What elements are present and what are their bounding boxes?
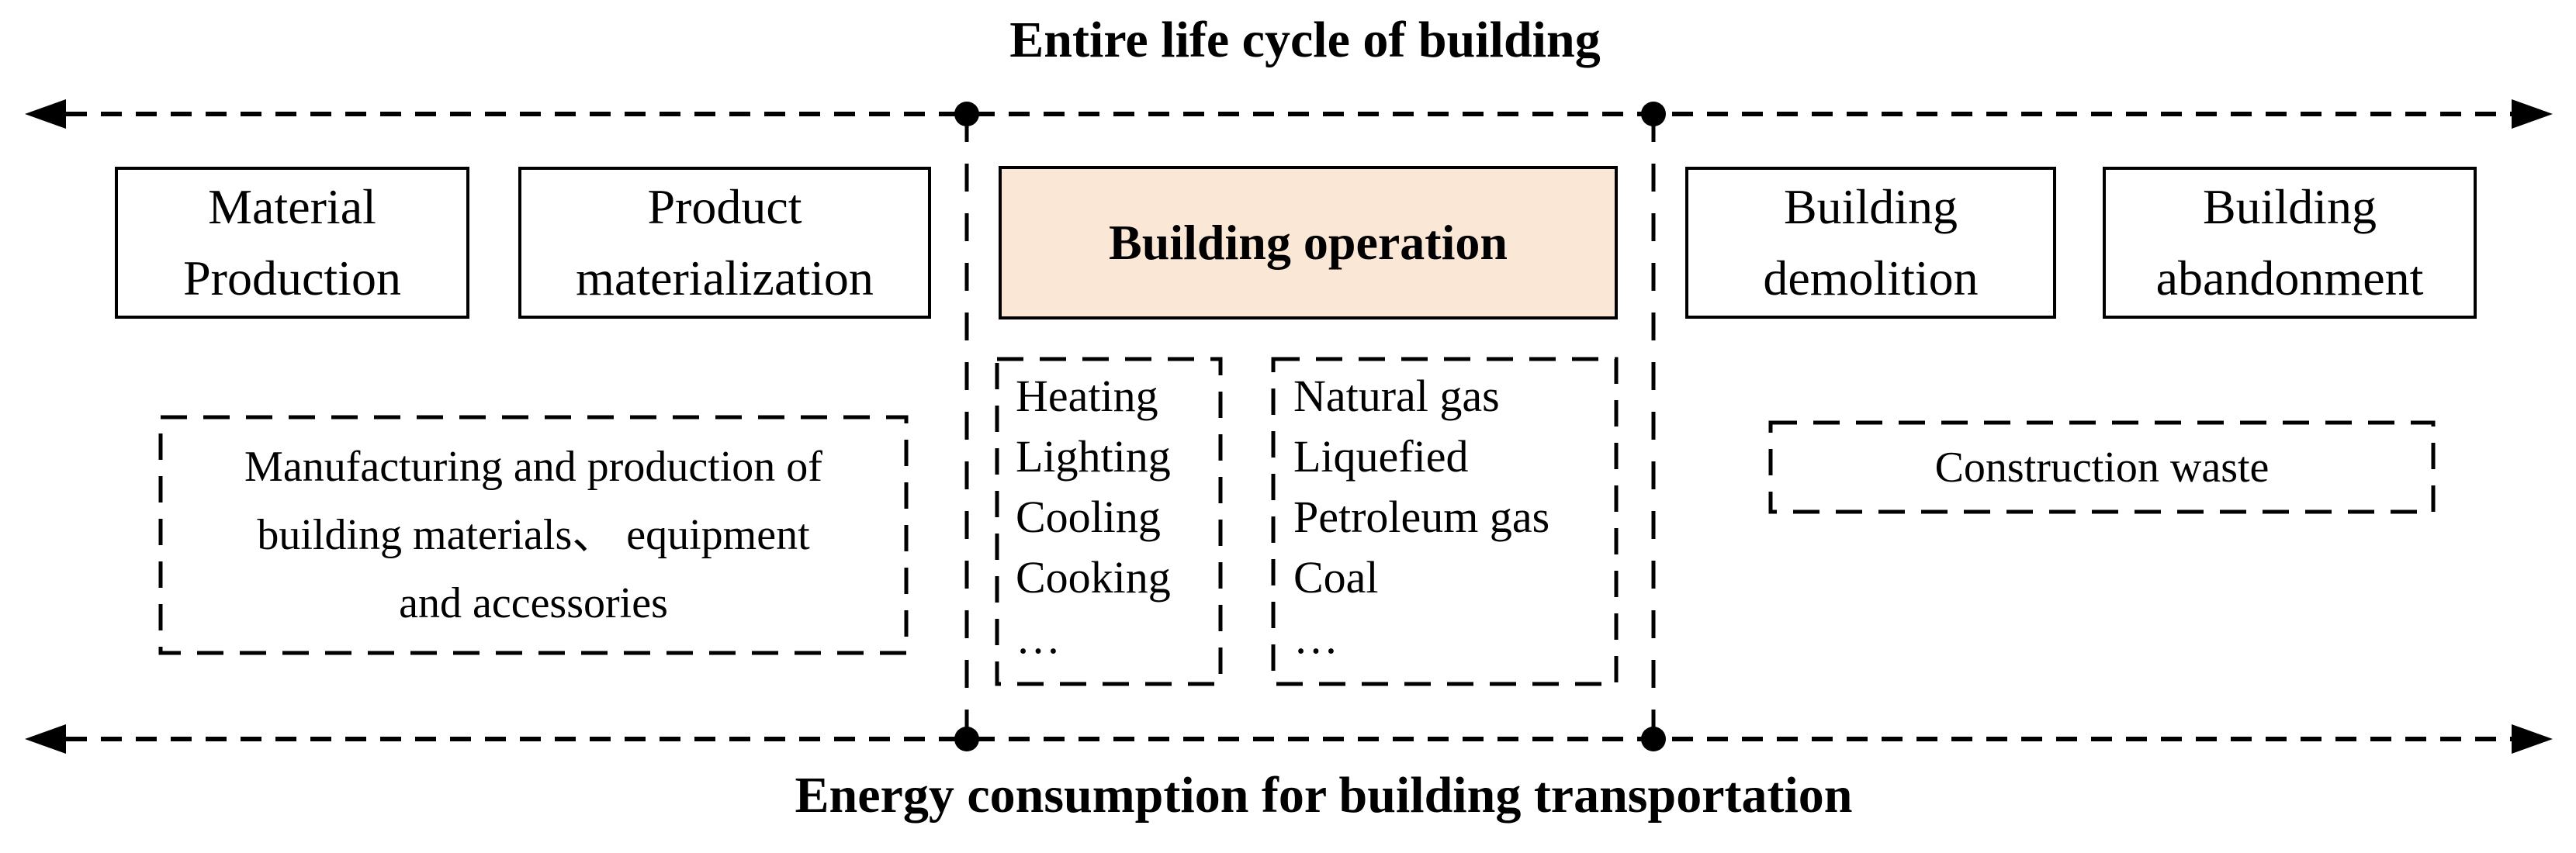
list-item: Cooking (1016, 552, 1171, 603)
list-item: Heating (1016, 371, 1158, 421)
note-line: building materials、 equipment (257, 511, 810, 559)
bottom-axis-label: Energy consumption for building transpor… (795, 767, 1853, 824)
stage-label: Building abandonment (2155, 179, 2424, 306)
operation-activities-box (995, 357, 1223, 686)
manufacturing-note-text: Manufacturing and production of building… (161, 417, 906, 653)
list-item: Petroleum gas (1293, 492, 1550, 542)
operation-energy-sources-box (1271, 357, 1619, 686)
top-axis-right-arrowhead-icon (2512, 99, 2553, 129)
stage-label: Building operation (1109, 215, 1508, 270)
stage-box-building-abandonment: Building abandonment (2103, 167, 2477, 319)
construction-waste-box (1768, 420, 2436, 514)
note-line: Manufacturing and production of (244, 443, 822, 491)
operation-activities-list: Heating Lighting Cooling Cooking … (997, 359, 1220, 684)
junction-dot-top-left (954, 102, 979, 126)
bottom-axis-left-arrowhead-icon (25, 724, 66, 754)
stage-box-building-demolition: Building demolition (1685, 167, 2056, 319)
construction-waste-text: Construction waste (1934, 443, 2270, 492)
stage-box-material-production: Material Production (115, 167, 469, 319)
junction-dot-bottom-left (954, 727, 979, 751)
list-item: Cooling (1016, 492, 1161, 542)
top-axis-left-arrowhead-icon (25, 99, 66, 129)
list-item: Lighting (1016, 431, 1171, 482)
top-axis-label: Entire life cycle of building (1009, 12, 1601, 68)
list-item: … (1293, 613, 1338, 663)
stage-box-product-materialization: Product materialization (518, 167, 931, 319)
list-item: … (1016, 613, 1061, 663)
junction-dot-top-right (1641, 102, 1666, 126)
stage-label: Product materialization (576, 179, 874, 306)
bottom-axis-right-arrowhead-icon (2512, 724, 2553, 754)
manufacturing-note-box (158, 415, 909, 655)
stage-label: Building demolition (1763, 179, 1979, 306)
stage-box-building-operation: Building operation (999, 166, 1618, 319)
list-item: Coal (1293, 552, 1379, 603)
list-item: Natural gas (1293, 371, 1500, 421)
note-line: and accessories (399, 579, 668, 627)
stage-label: Material Production (183, 179, 401, 306)
junction-dot-bottom-right (1641, 727, 1666, 751)
list-item: Liquefied (1293, 431, 1469, 482)
operation-energy-sources-list: Natural gas Liquefied Petroleum gas Coal… (1273, 359, 1616, 684)
